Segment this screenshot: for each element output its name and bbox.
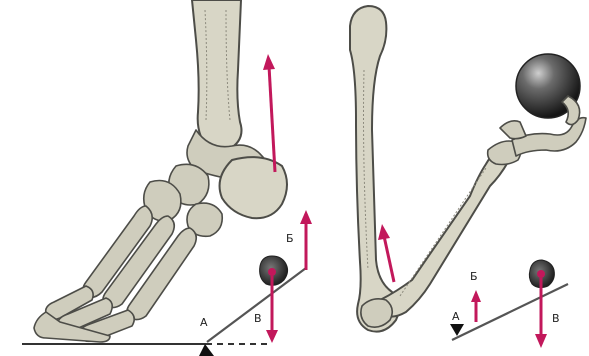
arm-resistance-label: В	[552, 312, 560, 325]
elbow-joint	[361, 299, 392, 327]
arm-lever-schematic	[450, 260, 568, 348]
tibia-bone	[192, 0, 242, 152]
arm-muscle-force-arrow	[378, 224, 394, 282]
arm-fulcrum-label: А	[452, 310, 460, 323]
foot-fulcrum-label: А	[200, 316, 208, 329]
foot-effort-label: Б	[286, 232, 294, 245]
foot-illustration	[34, 0, 287, 342]
finger-bones	[500, 121, 526, 139]
foot-muscle-force-arrow	[263, 54, 275, 172]
arm-effort-label: Б	[470, 270, 478, 283]
foot-resistance-label: В	[254, 312, 262, 325]
arm-lever-bar	[452, 284, 568, 340]
calcaneus-bone	[220, 157, 287, 218]
humerus-bone	[350, 6, 399, 332]
foot-lever-bar	[207, 268, 306, 342]
forearm-bones	[379, 148, 510, 317]
foot-fulcrum-triangle	[199, 344, 214, 356]
